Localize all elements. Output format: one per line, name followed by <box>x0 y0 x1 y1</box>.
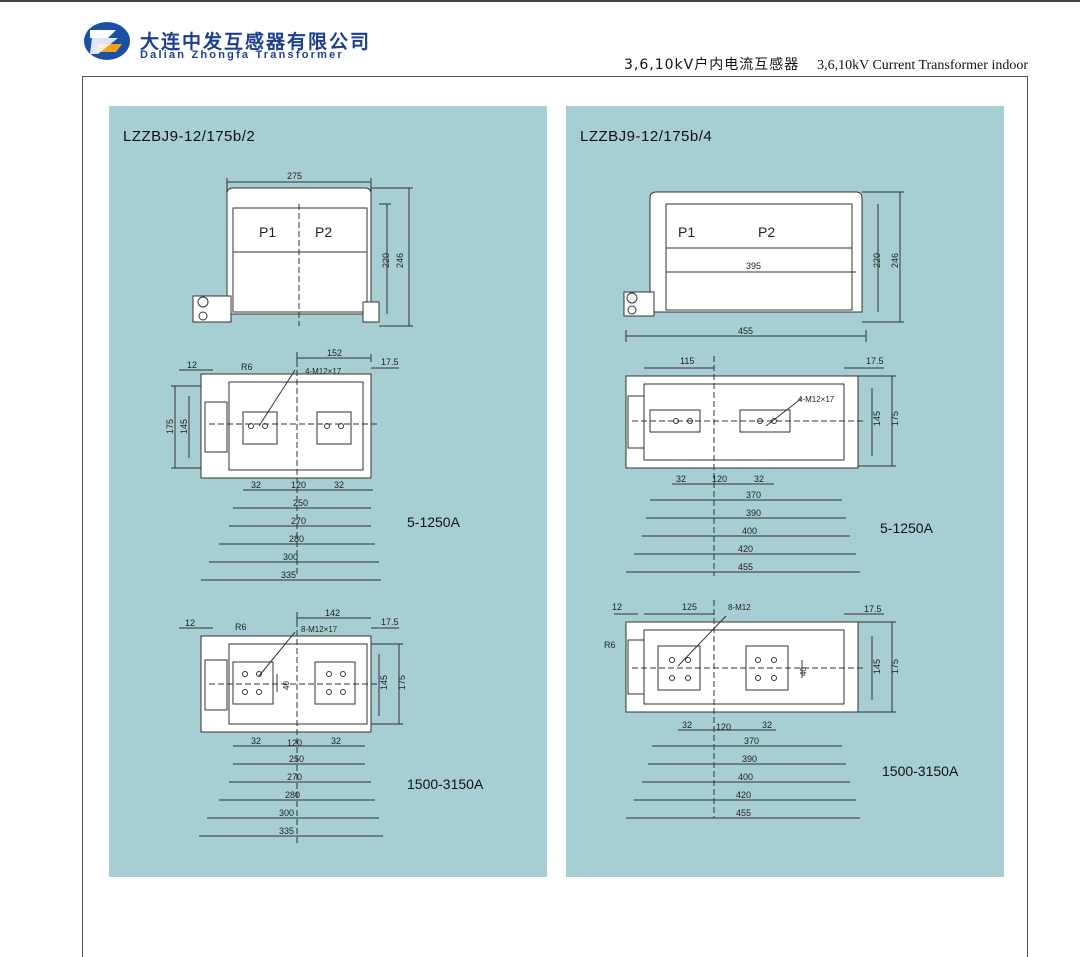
bolt-note: 8-M12×17 <box>301 625 338 634</box>
dimension-label: R6 <box>235 622 247 632</box>
document-title: 3,6,10kV户内电流互感器 3,6,10kV Current Transfo… <box>624 54 1028 74</box>
dimension-label: R6 <box>241 362 253 372</box>
front-view: P1 P2 395 455 220 246 <box>623 191 904 342</box>
dimension-label: 220 <box>872 253 882 268</box>
dimension-label: 17.5 <box>381 357 399 367</box>
header-rule <box>82 76 1028 77</box>
dimension-label: 175 <box>165 419 175 434</box>
front-view: P1 P2 275 220 246 <box>192 171 413 327</box>
company-name-en: Dalian Zhongfa Transformer <box>140 49 344 61</box>
dimension-label: 455 <box>738 326 753 336</box>
document-title-cn: 3,6,10kV户内电流互感器 <box>623 57 800 73</box>
dimension-label: 125 <box>682 602 697 612</box>
dimension-label: 300 <box>283 552 298 562</box>
dimension-label: 370 <box>744 736 759 746</box>
dimension-label: 40 <box>282 681 291 690</box>
dimension-label: 270 <box>287 772 302 782</box>
dimension-label: 17.5 <box>866 356 884 366</box>
rating-label: 5-1250A <box>407 514 460 530</box>
dimension-label: 32 <box>682 720 692 730</box>
dimension-label: 142 <box>325 608 340 618</box>
model-number: LZZBJ9-12/175b/2 <box>123 128 256 145</box>
dimension-label: 420 <box>736 790 751 800</box>
dimension-label: 175 <box>890 659 900 674</box>
dimension-label: 145 <box>872 411 882 426</box>
dimension-label: 370 <box>746 490 761 500</box>
dimension-label: 400 <box>738 772 753 782</box>
dimension-label: 270 <box>291 516 306 526</box>
dimension-label: 32 <box>251 736 261 746</box>
dimension-label: 120 <box>716 722 731 732</box>
dimension-label: 275 <box>287 171 302 181</box>
plan-view-upper: 115 4-M12×17 17.5 145 175 32 120 32 370 … <box>625 356 900 576</box>
dimension-label: 32 <box>762 720 772 730</box>
drawing-panel-right: LZZBJ9-12/175b/4 5-1250A 1500-3150A P1 P… <box>566 106 1004 877</box>
dimension-label: 280 <box>285 790 300 800</box>
dimension-label: 145 <box>379 675 389 690</box>
dimension-label: 120 <box>287 738 302 748</box>
dimension-label: 250 <box>289 754 304 764</box>
dimension-label: 455 <box>738 562 753 572</box>
dimension-label: 152 <box>327 348 342 358</box>
dimension-label: 420 <box>738 544 753 554</box>
dimension-label: 175 <box>890 411 900 426</box>
dimension-label: 115 <box>680 356 694 366</box>
plan-view-lower: 125 12 8-M12 17.5 R6 40 145 175 32 120 3… <box>604 600 900 819</box>
dimension-label: 455 <box>736 808 751 818</box>
dimension-label: 12 <box>185 618 195 628</box>
company-name-cn: 大连中发互感器有限公司 <box>140 31 372 53</box>
dimension-label: 300 <box>279 808 294 818</box>
rating-label: 1500-3150A <box>407 776 484 792</box>
dimension-label: 335 <box>279 826 294 836</box>
dimension-label: 246 <box>890 253 900 268</box>
dimension-label: 32 <box>251 480 261 490</box>
company-logo <box>84 22 130 60</box>
dimension-label: 12 <box>187 360 197 370</box>
dimension-label: 335 <box>281 570 296 580</box>
dimension-label: 12 <box>612 602 622 612</box>
dimension-label: 390 <box>746 508 761 518</box>
dimension-label: 400 <box>742 526 757 536</box>
document-title-en: 3,6,10kV Current Transformer indoor <box>817 58 1028 73</box>
rating-label: 5-1250A <box>880 520 933 536</box>
dimension-label: 280 <box>289 534 304 544</box>
terminal-label: P1 <box>678 224 695 240</box>
plan-view-upper: 152 4-M12×17 17.5 12 R6 175 145 32 120 3… <box>165 348 399 581</box>
page-frame <box>82 77 1028 957</box>
dimension-label: R6 <box>604 640 616 650</box>
dimension-label: 395 <box>746 261 761 271</box>
dimension-drawing: P1 P2 395 455 220 246 115 4-M12×17 <box>604 191 904 819</box>
dimension-label: 120 <box>291 480 306 490</box>
rating-label: 1500-3150A <box>882 763 959 779</box>
terminal-label: P1 <box>259 224 276 240</box>
dimension-label: 120 <box>712 474 727 484</box>
dimension-label: 246 <box>395 253 405 268</box>
terminal-label: P2 <box>758 224 775 240</box>
drawing-panel-left: LZZBJ9-12/175b/2 5-1250A 1500-3150A P1 P… <box>109 106 547 877</box>
bolt-note: 4-M12×17 <box>305 367 342 376</box>
dimension-drawing: P1 P2 275 220 246 152 4-M12×17 17.5 <box>165 171 413 846</box>
bolt-note: 8-M12 <box>728 603 751 612</box>
model-number: LZZBJ9-12/175b/4 <box>580 128 713 145</box>
dimension-label: 145 <box>179 419 189 434</box>
bolt-note: 4-M12×17 <box>798 395 835 404</box>
terminal-label: P2 <box>315 224 332 240</box>
dimension-label: 32 <box>331 736 341 746</box>
dimension-label: 145 <box>872 659 882 674</box>
dimension-label: 17.5 <box>864 604 882 614</box>
top-border <box>0 0 1080 2</box>
plan-view-lower: 142 8-M12×17 17.5 12 R6 40 145 175 32 12… <box>179 608 407 846</box>
dimension-label: 32 <box>334 480 344 490</box>
dimension-label: 175 <box>397 675 407 690</box>
dimension-label: 250 <box>293 498 308 508</box>
dimension-label: 390 <box>742 754 757 764</box>
dimension-label: 32 <box>676 474 686 484</box>
dimension-label: 40 <box>799 667 808 676</box>
dimension-label: 220 <box>381 253 391 268</box>
dimension-label: 17.5 <box>381 617 399 627</box>
dimension-label: 32 <box>754 474 764 484</box>
